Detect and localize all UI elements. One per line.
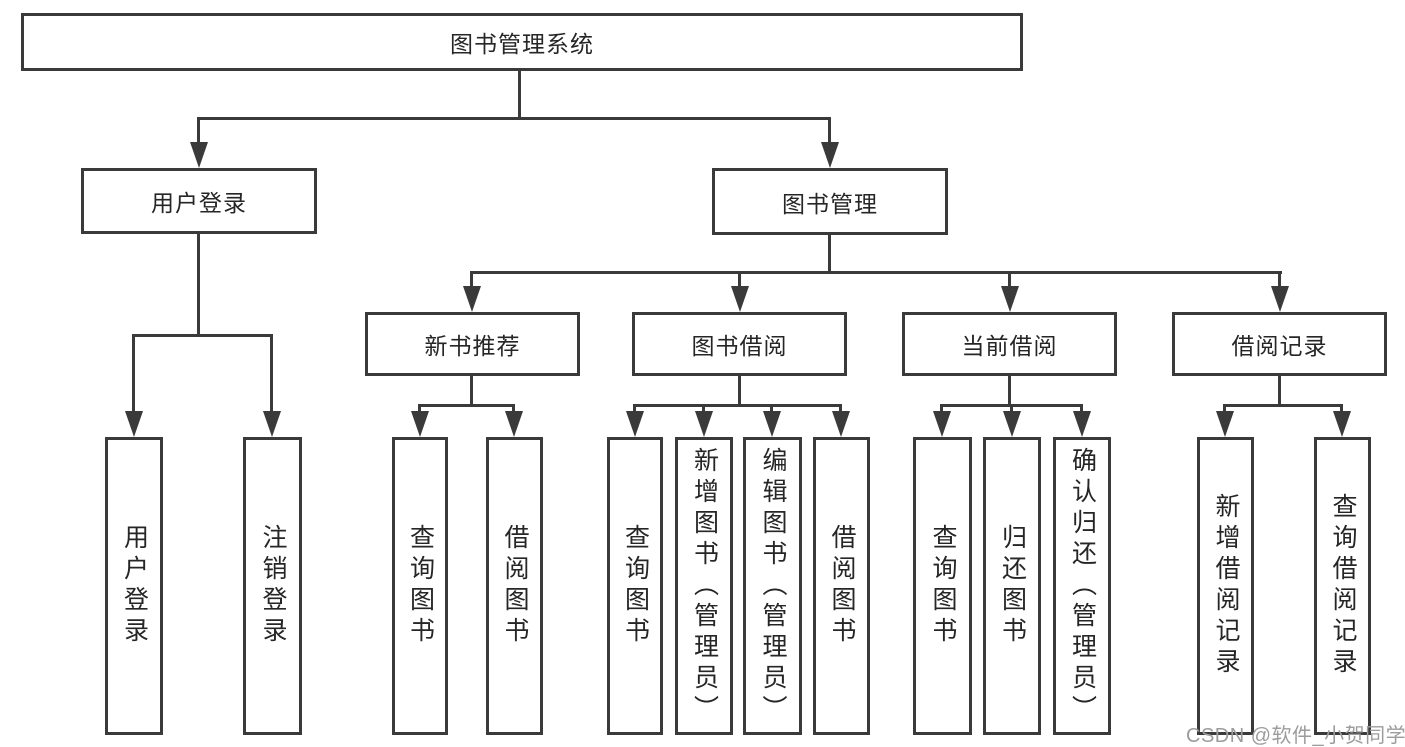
connector-arrow — [695, 411, 713, 437]
leaf-query-books-borrowing: 查询图书 — [607, 437, 663, 735]
connector-arrow — [731, 286, 749, 312]
connector-arrow — [463, 286, 481, 312]
connector-arrow — [763, 411, 781, 437]
connector-line — [1080, 404, 1083, 414]
connector-line — [940, 404, 943, 414]
connector-arrow — [1216, 411, 1234, 437]
connector-line — [1223, 404, 1343, 407]
connector-line — [770, 404, 773, 414]
leaf-label: 查询借阅记录 — [1329, 493, 1357, 679]
node-borrowing-records: 借阅记录 — [1172, 312, 1387, 376]
connector-line — [1340, 404, 1343, 414]
connector-line — [418, 404, 515, 407]
connector-line — [738, 376, 741, 407]
leaf-label: 查询图书 — [406, 524, 435, 648]
connector-line — [197, 117, 200, 145]
leaf-confirm-return-admin: 确认归还（管理员） — [1053, 437, 1111, 735]
leaf-add-borrow-record: 新增借阅记录 — [1197, 437, 1254, 735]
connector-arrow — [411, 411, 429, 437]
connector-arrow — [1001, 286, 1019, 312]
connector-arrow — [263, 411, 281, 437]
leaf-label: 查询图书 — [621, 524, 650, 648]
connector-line — [270, 334, 273, 414]
connector-line — [198, 117, 831, 120]
connector-arrow — [1271, 286, 1289, 312]
leaf-label: 借阅图书 — [501, 524, 529, 648]
connector-line — [1278, 376, 1281, 407]
csdn-watermark: CSDN @软件_小贺同学 — [1186, 725, 1405, 747]
connector-line — [828, 117, 831, 145]
connector-line — [1008, 376, 1011, 407]
connector-line — [518, 68, 521, 120]
leaf-borrow-books-recommend: 借阅图书 — [486, 437, 543, 735]
node-book-management: 图书管理 — [712, 168, 948, 235]
connector-arrow — [505, 411, 523, 437]
node-new-book-recommend: 新书推荐 — [365, 312, 580, 376]
leaf-query-books-recommend: 查询图书 — [392, 437, 448, 735]
leaf-label: 确认归还（管理员） — [1068, 446, 1097, 726]
connector-line — [1223, 404, 1226, 414]
leaf-label: 新增图书（管理员） — [690, 446, 719, 726]
connector-arrow — [1333, 411, 1351, 437]
connector-line — [633, 404, 636, 414]
connector-line — [738, 271, 741, 289]
connector-arrow — [832, 411, 850, 437]
connector-arrow — [821, 142, 839, 168]
node-user-login: 用户登录 — [81, 168, 317, 234]
connector-line — [470, 271, 1282, 274]
leaf-add-books-admin: 新增图书（管理员） — [675, 437, 733, 735]
connector-line — [702, 404, 705, 414]
connector-line — [197, 232, 200, 337]
leaf-label: 用户登录 — [120, 524, 149, 648]
connector-line — [1010, 404, 1013, 414]
leaf-label: 注销登录 — [259, 524, 287, 648]
leaf-query-borrow-record: 查询借阅记录 — [1314, 437, 1371, 735]
node-book-borrowing: 图书借阅 — [632, 312, 847, 376]
node-current-borrowing: 当前借阅 — [902, 312, 1117, 376]
connector-line — [132, 334, 135, 414]
connector-line — [839, 404, 842, 414]
leaf-label: 新增借阅记录 — [1212, 493, 1240, 679]
connector-arrow — [190, 142, 208, 168]
connector-line — [418, 404, 421, 414]
connector-arrow — [125, 411, 143, 437]
leaf-edit-books-admin: 编辑图书（管理员） — [743, 437, 802, 735]
connector-line — [470, 376, 473, 407]
connector-line — [132, 334, 273, 337]
connector-line — [1008, 271, 1011, 289]
leaf-query-books-current: 查询图书 — [913, 437, 972, 735]
leaf-label: 借阅图书 — [828, 524, 856, 648]
leaf-label: 查询图书 — [929, 524, 957, 648]
connector-line — [470, 271, 473, 289]
connector-arrow — [933, 411, 951, 437]
connector-line — [633, 404, 842, 407]
leaf-borrow-books: 借阅图书 — [813, 437, 870, 735]
connector-line — [1278, 271, 1281, 289]
connector-arrow — [1073, 411, 1091, 437]
leaf-label: 编辑图书（管理员） — [759, 446, 787, 726]
node-library-system: 图书管理系统 — [21, 13, 1023, 71]
leaf-label: 归还图书 — [998, 524, 1027, 648]
leaf-user-login: 用户登录 — [105, 437, 163, 735]
connector-arrow — [1003, 411, 1021, 437]
leaf-logout: 注销登录 — [243, 437, 302, 735]
connector-line — [828, 234, 831, 274]
connector-arrow — [626, 411, 644, 437]
leaf-return-books: 归还图书 — [983, 437, 1041, 735]
connector-line — [512, 404, 515, 414]
